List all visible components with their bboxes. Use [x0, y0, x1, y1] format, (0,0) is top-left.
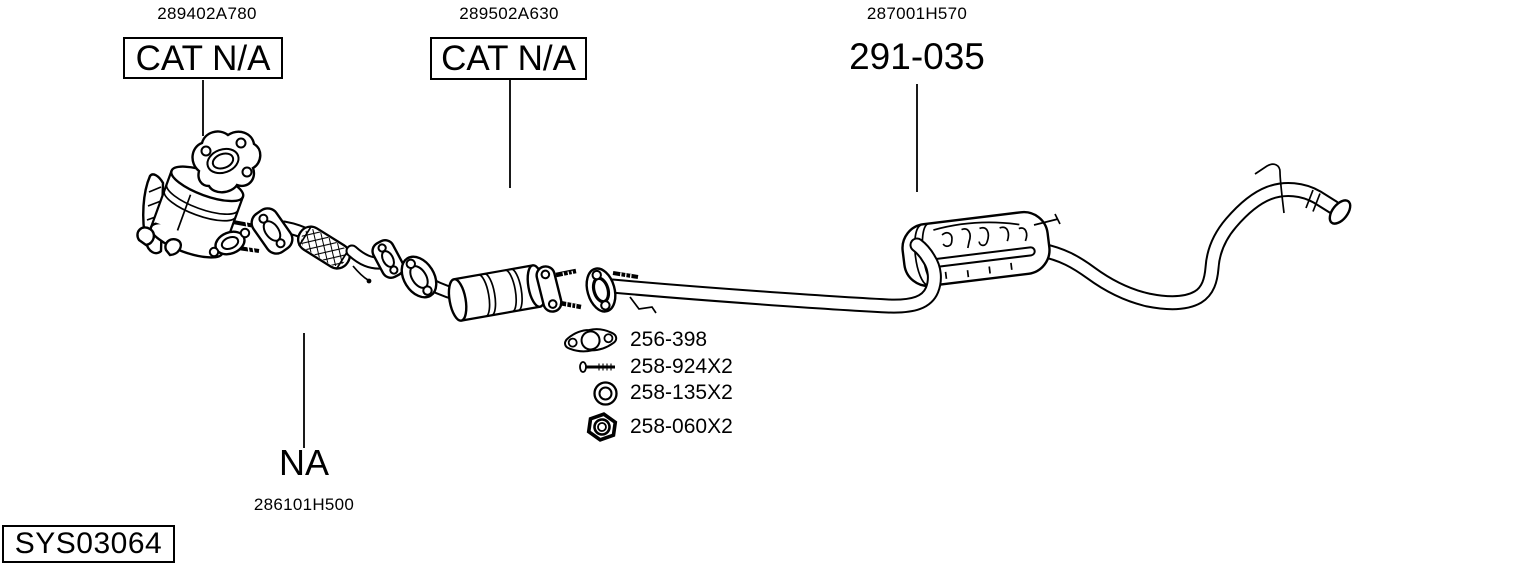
- flex-pipe-drawing: [250, 207, 405, 284]
- system-code-box: SYS03064: [2, 525, 175, 563]
- tailpipe-drawing: [1033, 163, 1352, 311]
- hardware-part-number: 258-924X2: [630, 355, 733, 378]
- muffler-hanger-pin: [1033, 218, 1059, 226]
- bolt-icon: [579, 361, 615, 373]
- middle-cat-front-flange: [400, 255, 438, 299]
- center-pipe-front-flange: [585, 267, 617, 313]
- system-code-label: SYS03064: [14, 527, 163, 560]
- washer-icon: [593, 380, 618, 406]
- tailpipe-tip: [1328, 199, 1352, 225]
- hardware-part-number: 258-135X2: [630, 381, 733, 404]
- hardware-part-number: 258-060X2: [630, 415, 733, 438]
- center-pipe-drawing: [585, 237, 942, 314]
- callout-box-front-cat: CAT N/A: [123, 37, 283, 79]
- hardware-row-nut: 258-060X2: [545, 411, 733, 442]
- center-pipe-hanger-bracket: [629, 296, 657, 314]
- callout-label-muffler: 291-035: [849, 36, 985, 77]
- callout-label-middle-cat: CAT N/A: [441, 39, 576, 78]
- callout-box-middle-cat: CAT N/A: [430, 37, 587, 80]
- nut-icon: [586, 411, 618, 442]
- hardware-row-washer: 258-135X2: [545, 378, 733, 408]
- front-catalytic-converter-drawing: [136, 130, 262, 259]
- middle-catalytic-converter-drawing: [400, 255, 582, 322]
- part-number-front-cat: 289402A780: [157, 4, 257, 23]
- part-number-muffler: 287001H570: [866, 4, 968, 23]
- flex-pipe-rear-flange: [371, 239, 405, 279]
- hardware-row-bolt: 258-924X2: [545, 352, 733, 382]
- middle-cat-rear-flange: [535, 265, 563, 313]
- gasket-icon: [564, 327, 618, 352]
- callout-label-front-cat: CAT N/A: [135, 38, 271, 78]
- callout-label-flex-pipe: NA: [278, 442, 330, 483]
- flex-braid-section: [296, 225, 351, 270]
- hardware-row-gasket: 256-398: [545, 325, 707, 355]
- flex-pipe-front-flange: [250, 207, 294, 255]
- part-number-middle-cat: 289502A630: [459, 4, 559, 23]
- leader-lines: [202, 80, 918, 448]
- part-number-flex-pipe: 286101H500: [253, 495, 355, 514]
- hardware-part-number: 256-398: [630, 328, 708, 351]
